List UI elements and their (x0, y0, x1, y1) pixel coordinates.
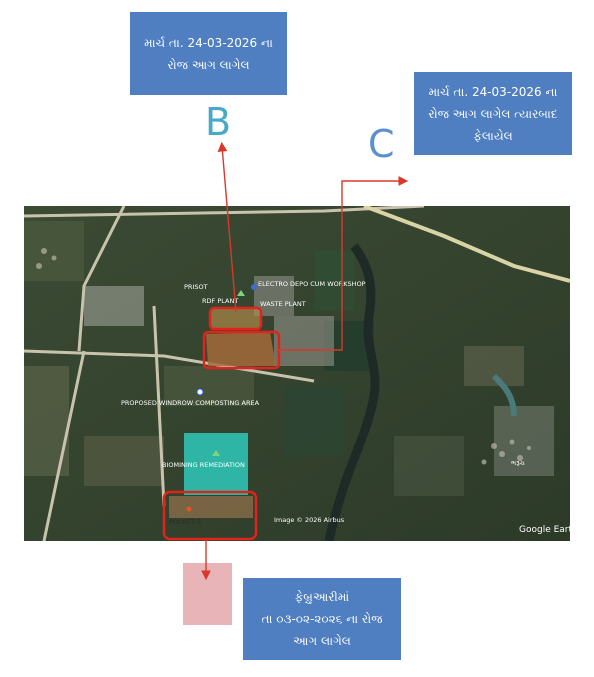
satellite-map[interactable]: PRISOT ELECTRO DEPO CUM WORKSHOP RDF PLA… (24, 206, 570, 541)
map-copyright: Image © 2026 Airbus (274, 516, 345, 524)
fire-zone-c (206, 332, 276, 366)
callout-top-line-1: માર્ચ તા. 24-03-2026 ના (144, 35, 273, 50)
fire-zone-b (210, 308, 261, 329)
village-area (36, 248, 531, 465)
map-label-prisot: PRISOT (184, 283, 208, 291)
google-earth-watermark: Google Earth (519, 525, 570, 535)
callout-bottom-line-2: તા ૦૩-૦૨-૨૦૨૬ ના રોજ (261, 612, 383, 626)
pocket-marker-icon (186, 506, 192, 512)
map-label-village: ભરૂચ (511, 459, 525, 467)
fire-zones (162, 306, 281, 541)
marker-letter-b: B (205, 100, 232, 144)
fire-zone-pocket-5-outline (162, 490, 258, 541)
callout-right-line-3: ફેલાયેલ (473, 128, 513, 143)
biomining-remediation-area (184, 433, 248, 495)
map-label-biomining: BIOMINING REMEDIATION (162, 461, 245, 469)
marker-letter-c: C (368, 122, 395, 166)
map-label-rdf: RDF PLANT (202, 297, 238, 305)
windrow-marker-icon (196, 388, 204, 396)
callout-right-fire-spread: માર્ચ તા. 24-03-2026 ના રોજ આગ લાગેલ ત્ય… (414, 72, 572, 155)
map-label-depot: ELECTRO DEPO CUM WORKSHOP (258, 280, 366, 288)
field-patches (24, 221, 554, 496)
arrow-to-c (278, 176, 409, 351)
callout-bottom-line-1: ફેબ્રુઆરીમાં (294, 590, 350, 604)
callout-top-fire-report: માર્ચ તા. 24-03-2026 ના રોજ આગ લાગેલ (130, 12, 287, 95)
biomining-marker-icon (212, 450, 220, 456)
callout-bottom-line-3: આગ લાગેલ (293, 634, 351, 648)
fire-zone-pocket-5 (169, 496, 253, 518)
rdf-plant-marker-icon (237, 290, 245, 296)
roads (24, 206, 570, 541)
map-label-windrow: PROPOSED WINDROW COMPOSTING AREA (121, 399, 260, 407)
callout-bottom-february-fire: ફેબ્રુઆરીમાં તા ૦૩-૦૨-૨૦૨૬ ના રોજ આગ લાગ… (243, 578, 401, 660)
map-label-plant: WASTE PLANT (260, 300, 306, 308)
callout-top-line-2: રોજ આગ લાગેલ (167, 57, 250, 72)
map-label-pocket: POCKET 5 (169, 518, 201, 526)
depot-marker-icon (251, 284, 257, 290)
callout-right-line-2: રોજ આગ લાગેલ ત્યારબાદ (428, 106, 558, 121)
arrow-to-b (217, 141, 237, 313)
callout-right-line-1: માર્ચ તા. 24-03-2026 ના (428, 84, 558, 99)
river (324, 243, 380, 541)
